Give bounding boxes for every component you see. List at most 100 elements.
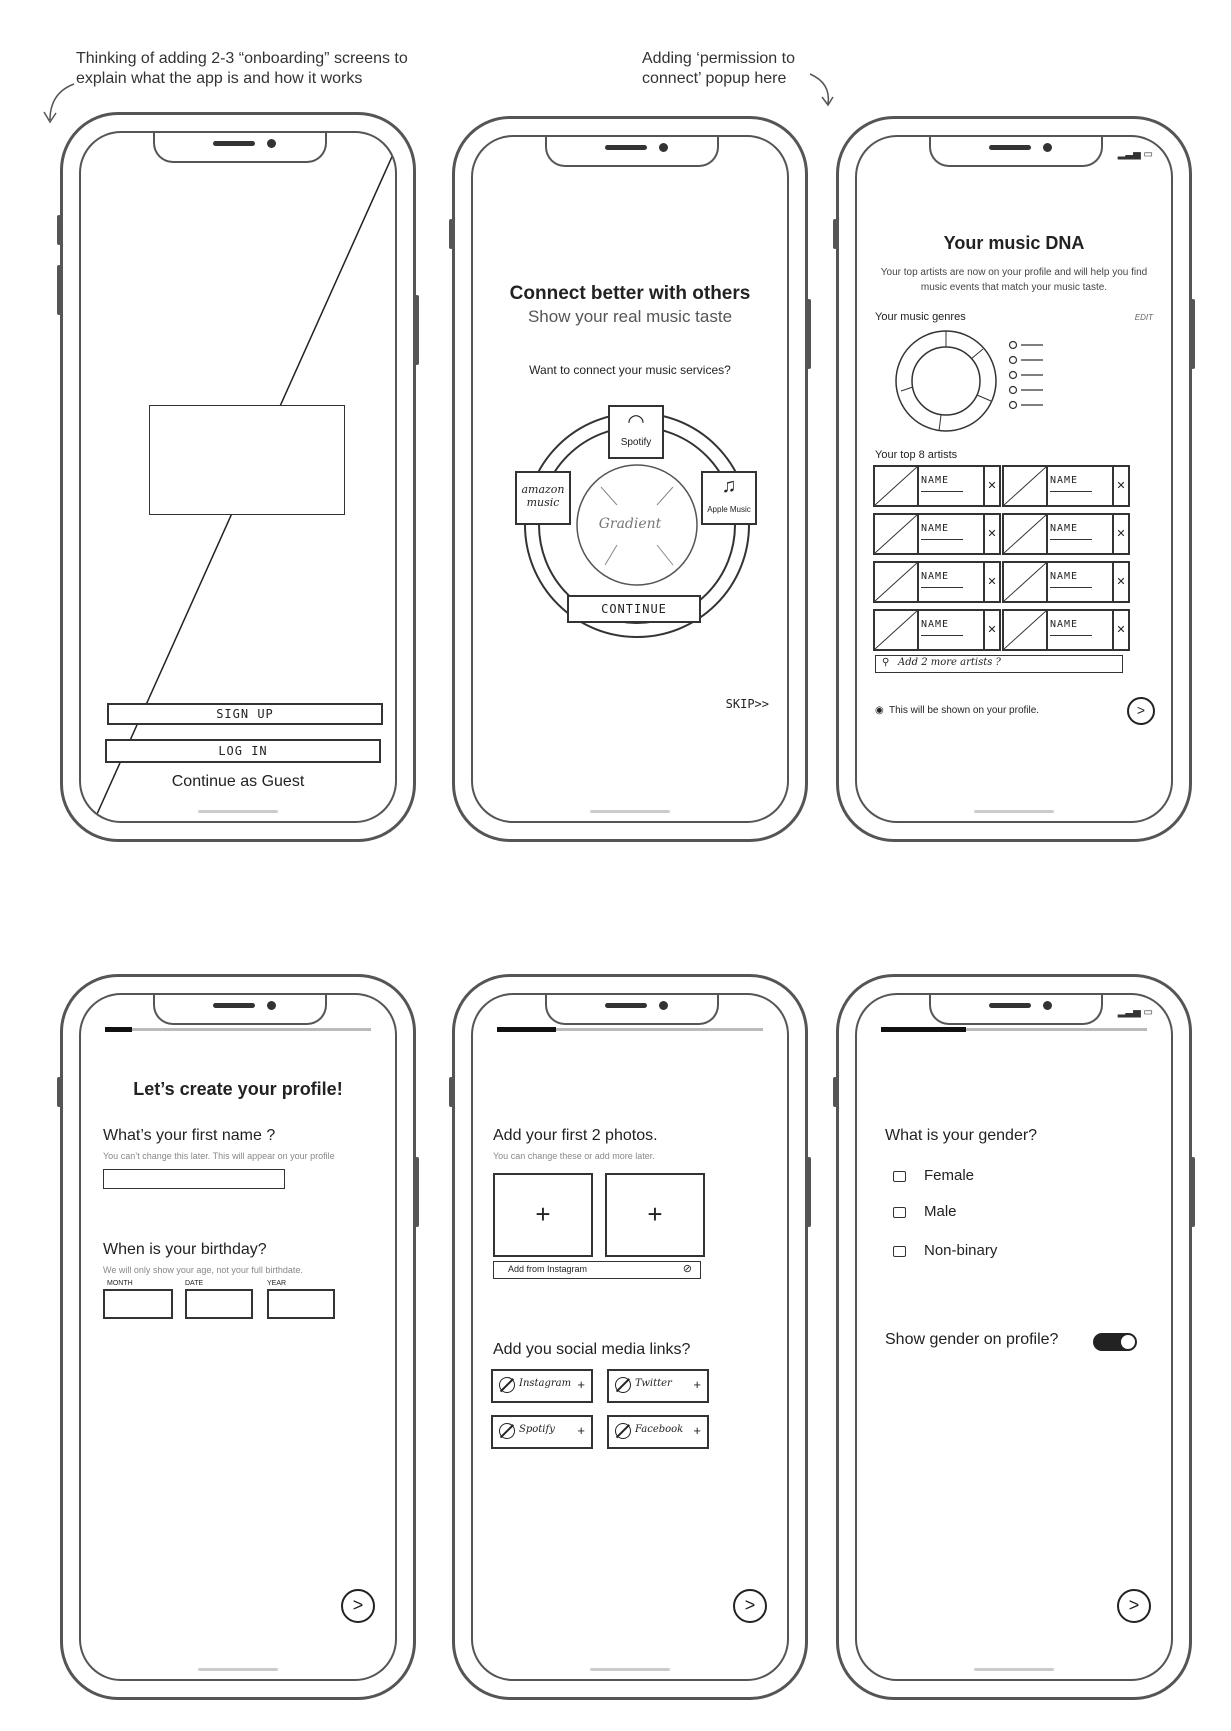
artist-card[interactable]: NAME ✕: [873, 609, 1001, 651]
artist-photo: [875, 611, 919, 649]
add-artists-search[interactable]: ⚲ Add 2 more artists ?: [875, 655, 1123, 673]
dna-description: Your top artists are now on your profile…: [880, 267, 1148, 293]
month-input[interactable]: [103, 1289, 173, 1319]
facebook-link-button[interactable]: Facebook+: [607, 1415, 709, 1449]
annotation-onboarding: Thinking of adding 2-3 “onboarding” scre…: [76, 50, 408, 87]
checkbox-icon: [893, 1170, 906, 1182]
phone-button: [449, 1077, 453, 1107]
birthday-hint: We will only show your age, not your ful…: [103, 1265, 303, 1275]
remove-artist-button[interactable]: ✕: [1112, 515, 1128, 553]
image-placeholder: [149, 405, 345, 515]
twitter-icon: [615, 1377, 631, 1393]
next-button[interactable]: >: [1127, 697, 1155, 725]
next-button[interactable]: >: [341, 1589, 375, 1623]
amazon-music-button[interactable]: amazon music: [515, 471, 571, 525]
continue-button[interactable]: CONTINUE: [567, 595, 701, 623]
gender-option-non-binary[interactable]: Non-binary: [893, 1242, 997, 1259]
search-icon: ⚲: [882, 657, 890, 668]
spotify-label: Spotify: [620, 437, 652, 448]
artist-card[interactable]: NAME ✕: [1002, 513, 1130, 555]
date-input[interactable]: [185, 1289, 253, 1319]
plus-icon: +: [647, 1199, 663, 1229]
phone-button: [57, 1077, 61, 1107]
phone-button: [415, 1157, 419, 1227]
spotify-button[interactable]: ◠ Spotify: [608, 405, 664, 459]
connect-prompt: Want to connect your music services?: [529, 363, 731, 377]
notch: [545, 137, 719, 167]
chevron-right-icon: >: [744, 1595, 756, 1615]
screen-gender: ▂▃▅ ▭ What is your gender? Female Male N…: [855, 993, 1173, 1681]
remove-artist-button[interactable]: ✕: [983, 467, 999, 505]
skip-link[interactable]: SKIP>>: [725, 697, 769, 711]
instagram-icon: ⊘: [682, 1263, 692, 1275]
remove-artist-button[interactable]: ✕: [1112, 467, 1128, 505]
year-input[interactable]: [267, 1289, 335, 1319]
progress-bar: [497, 1027, 763, 1032]
status-bar-icons: ▂▃▅ ▭: [1117, 149, 1153, 160]
phone-button: [57, 215, 61, 245]
add-photo-2-button[interactable]: +: [605, 1173, 705, 1257]
plus-icon: +: [693, 1377, 701, 1392]
chevron-right-icon: >: [1136, 702, 1146, 718]
artist-card[interactable]: NAME ✕: [1002, 609, 1130, 651]
home-indicator: [974, 810, 1054, 813]
add-from-instagram-button[interactable]: Add from Instagram ⊘: [493, 1261, 701, 1279]
artist-photo: [1004, 467, 1048, 505]
artist-name: NAME: [921, 475, 950, 486]
date-label: DATE: [185, 1280, 204, 1287]
show-gender-toggle[interactable]: [1093, 1333, 1137, 1351]
notch: [545, 995, 719, 1025]
remove-artist-button[interactable]: ✕: [1112, 563, 1128, 601]
phone-gender: ▂▃▅ ▭ What is your gender? Female Male N…: [833, 974, 1195, 1700]
artist-card[interactable]: NAME ✕: [873, 561, 1001, 603]
phone-button: [833, 219, 837, 249]
gender-option-female[interactable]: Female: [893, 1167, 974, 1184]
remove-artist-button[interactable]: ✕: [1112, 611, 1128, 649]
first-name-input[interactable]: [103, 1169, 285, 1189]
screen-connect: Connect better with others Show your rea…: [471, 135, 789, 823]
checkbox-icon: [893, 1245, 906, 1257]
gender-option-male[interactable]: Male: [893, 1203, 957, 1220]
gender-option-label: Female: [924, 1167, 975, 1184]
guest-link[interactable]: Continue as Guest: [171, 773, 305, 790]
year-label: YEAR: [267, 1280, 287, 1287]
social-links-question: Add you social media links?: [493, 1341, 691, 1358]
artist-name: NAME: [921, 619, 950, 630]
artist-name: NAME: [921, 571, 950, 582]
birthday-question: When is your birthday?: [103, 1241, 267, 1258]
notch: [929, 995, 1103, 1025]
artist-name: NAME: [1050, 523, 1079, 534]
artist-card[interactable]: NAME ✕: [873, 513, 1001, 555]
artist-card[interactable]: NAME ✕: [1002, 561, 1130, 603]
artist-card[interactable]: NAME ✕: [873, 465, 1001, 507]
add-photo-1-button[interactable]: +: [493, 1173, 593, 1257]
apple-music-button[interactable]: ♫ Apple Music: [701, 471, 757, 525]
phone-button: [807, 299, 811, 369]
next-button[interactable]: >: [1117, 1589, 1151, 1623]
progress-bar: [105, 1027, 371, 1032]
next-button[interactable]: >: [733, 1589, 767, 1623]
month-label: MONTH: [107, 1280, 133, 1287]
instagram-link-button[interactable]: Instagram+: [491, 1369, 593, 1403]
remove-artist-button[interactable]: ✕: [983, 515, 999, 553]
facebook-icon: [615, 1423, 631, 1439]
remove-artist-button[interactable]: ✕: [983, 611, 999, 649]
status-bar-icons: ▂▃▅ ▭: [1117, 1007, 1153, 1018]
spotify-label: Spotify: [519, 1424, 555, 1435]
login-button[interactable]: LOG IN: [105, 739, 381, 763]
artists-label: Your top 8 artists: [875, 449, 958, 461]
annotation-arrow-left: [43, 83, 75, 124]
phone-button: [807, 1157, 811, 1227]
edit-genres-button[interactable]: EDIT: [1134, 313, 1153, 322]
gender-option-label: Non-binary: [924, 1242, 998, 1259]
spotify-icon: [499, 1423, 515, 1439]
spotify-link-button[interactable]: Spotify+: [491, 1415, 593, 1449]
artist-card[interactable]: NAME ✕: [1002, 465, 1130, 507]
signup-button[interactable]: SIGN UP: [107, 703, 383, 725]
chevron-right-icon: >: [1128, 1595, 1140, 1615]
notch: [153, 133, 327, 163]
twitter-link-button[interactable]: Twitter+: [607, 1369, 709, 1403]
plus-icon: +: [535, 1199, 551, 1229]
phone-music-dna: ▂▃▅ ▭ Your music DNA Your top artists ar…: [833, 116, 1195, 842]
remove-artist-button[interactable]: ✕: [983, 563, 999, 601]
